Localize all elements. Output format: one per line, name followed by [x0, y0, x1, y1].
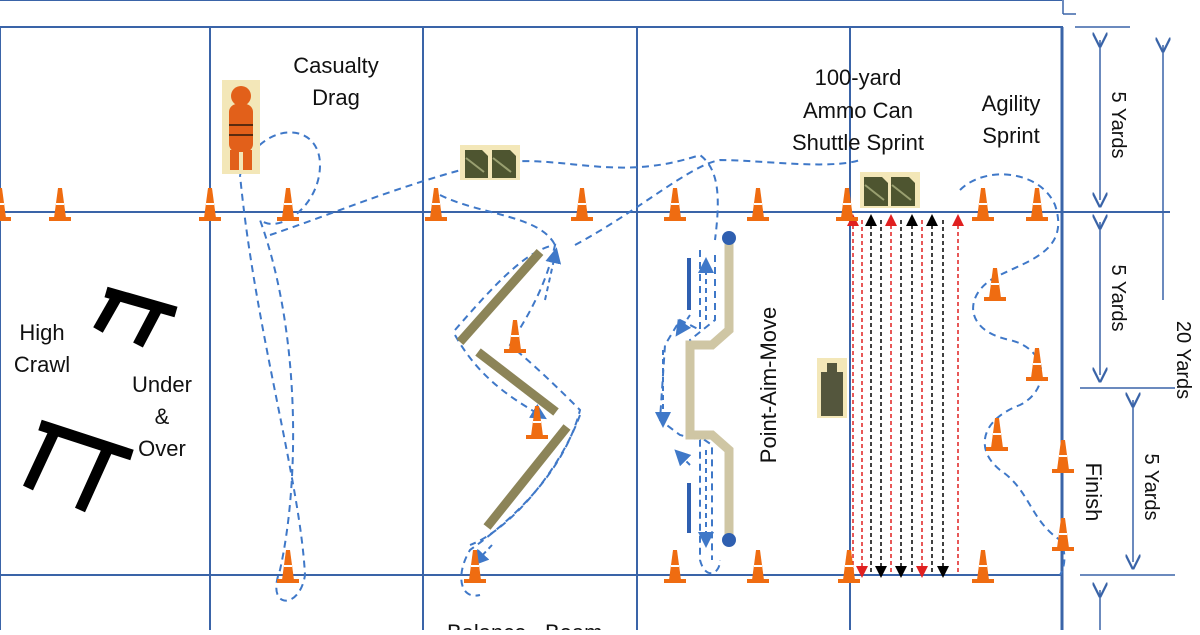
high-crawl-label-2: Crawl [14, 352, 70, 377]
cones [0, 188, 1074, 583]
agility-sprint-label-2: Sprint [982, 123, 1039, 148]
ammo-can-icon [460, 145, 520, 180]
dimension-markers [1062, 0, 1175, 630]
cone-icon [1026, 188, 1048, 221]
dimension-finish-label: 5 Yards [1140, 453, 1162, 520]
cone-icon [664, 550, 686, 583]
cone-icon [277, 550, 299, 583]
ammo-shuttle-label-2: Ammo Can [803, 98, 913, 123]
cone-icon [526, 406, 548, 439]
cone-icon [838, 550, 860, 583]
cone-icon [747, 550, 769, 583]
casualty-drag-label-1: Casualty [293, 53, 379, 78]
finish-label: Finish [1081, 463, 1106, 522]
cone-icon [984, 268, 1006, 301]
under-over-label-3: Over [138, 436, 186, 461]
shuttle-sprint-lanes [847, 214, 964, 578]
balance-beam-label-1: Balance [447, 620, 527, 630]
target-silhouette-icon [817, 358, 847, 418]
cone-icon [0, 188, 11, 221]
cone-icon [1052, 440, 1074, 473]
dashed-route [239, 131, 1066, 602]
cone-icon [504, 320, 526, 353]
cone-icon [986, 418, 1008, 451]
under-over-label-1: Under [132, 372, 192, 397]
casualty-drag-label-2: Drag [312, 85, 360, 110]
agility-sprint-label-1: Agility [982, 91, 1041, 116]
dimension-total-label: 20 Yards [1172, 321, 1194, 399]
cone-icon [664, 188, 686, 221]
dimension-top-label: 5 Yards [1107, 91, 1129, 158]
dimension-mid-label: 5 Yards [1107, 264, 1129, 331]
cone-icon [1026, 348, 1048, 381]
labels: Casualty Drag 100-yard Ammo Can Shuttle … [14, 53, 1194, 635]
balance-beams [456, 249, 571, 530]
cone-icon [1052, 518, 1074, 551]
ammo-can-icon [860, 172, 920, 208]
under-over-label-2: & [155, 404, 170, 429]
cone-icon [972, 188, 994, 221]
cone-icon [277, 188, 299, 221]
cone-icon [199, 188, 221, 221]
casualty-dummy-icon [222, 80, 260, 174]
barrier-icon [23, 286, 178, 513]
point-aim-move-label: Point-Aim-Move [756, 307, 781, 463]
course-grid [0, 26, 1170, 635]
high-crawl-label-1: High [19, 320, 64, 345]
cone-icon [747, 188, 769, 221]
direction-arrows [472, 247, 714, 566]
cone-icon [425, 188, 447, 221]
balance-beam-label-2: Beam [545, 620, 602, 630]
point-aim-move-rail [685, 231, 736, 547]
ammo-shuttle-label-3: Shuttle Sprint [792, 130, 924, 155]
cone-icon [464, 550, 486, 583]
cone-icon [972, 550, 994, 583]
ammo-shuttle-label-1: 100-yard [815, 65, 902, 90]
cone-icon [571, 188, 593, 221]
cone-icon [836, 188, 858, 221]
cone-icon [49, 188, 71, 221]
